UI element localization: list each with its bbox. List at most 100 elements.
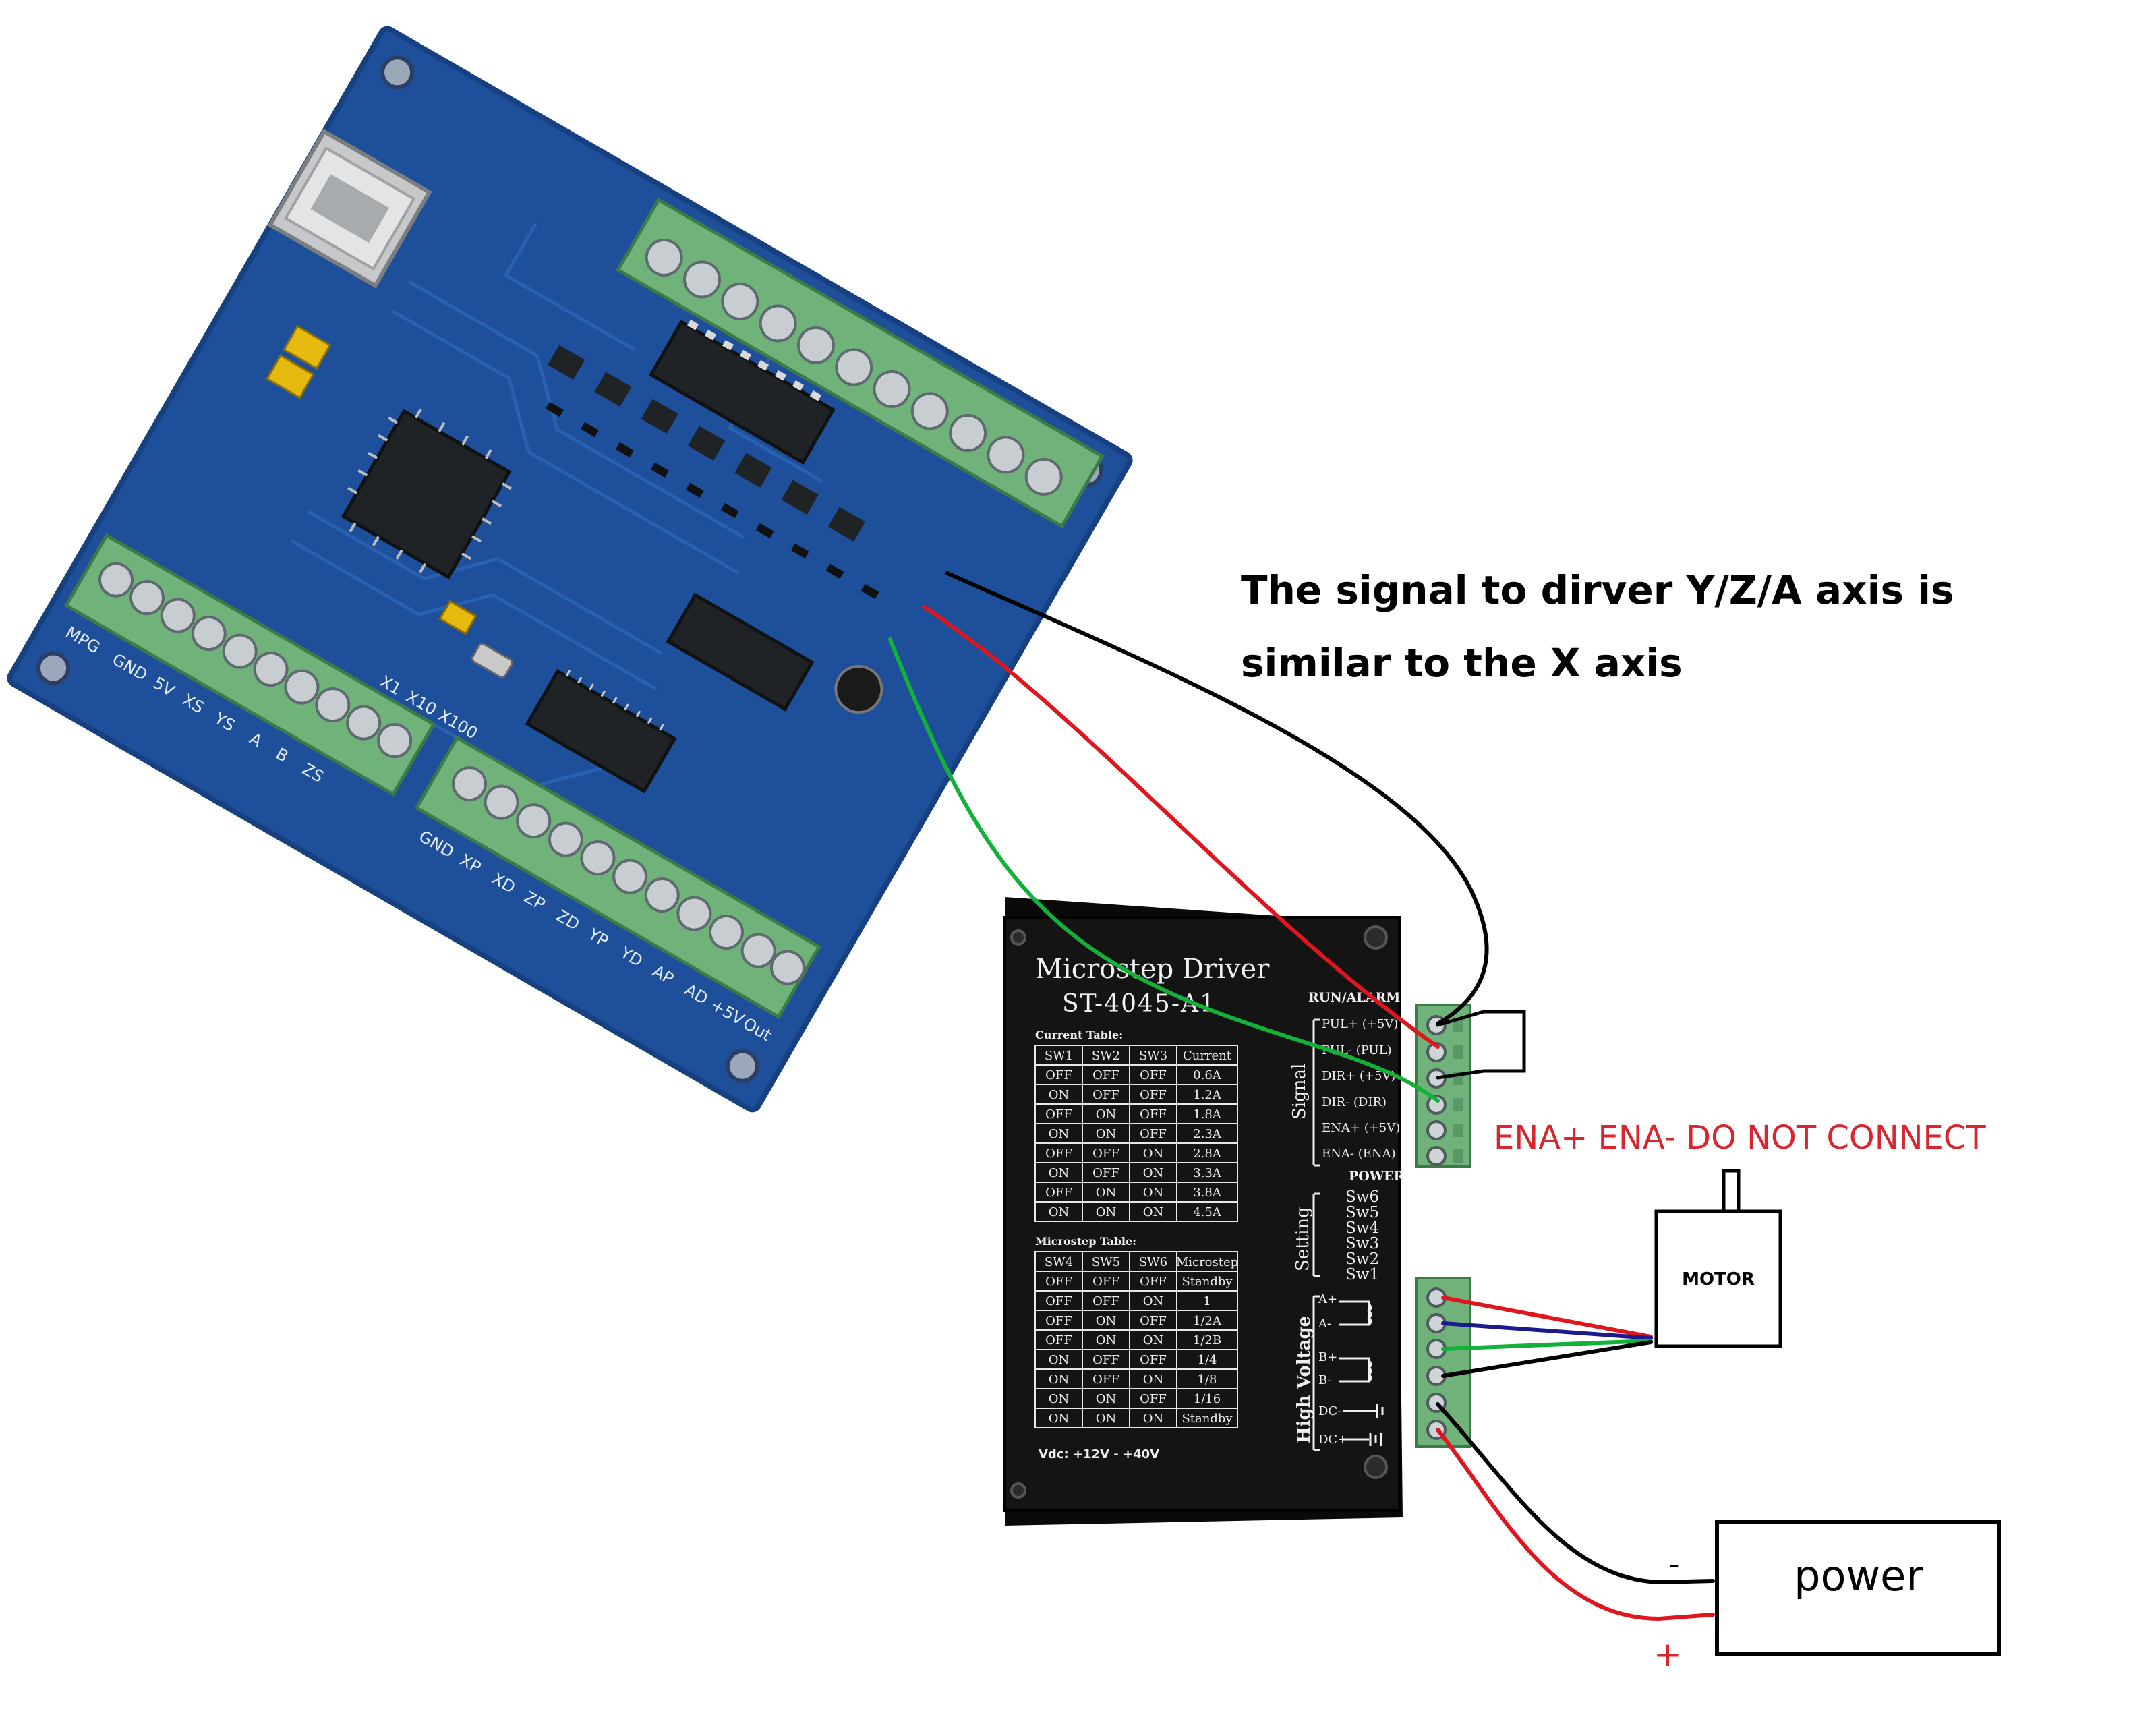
pin-label-dir-minus: DIR- (DIR) xyxy=(1322,1095,1387,1109)
wire-green-xd xyxy=(888,637,1440,1103)
current-table-cell: OFF xyxy=(1045,1147,1072,1161)
current-table-cell: 2.3A xyxy=(1193,1127,1222,1141)
microstep-table-cell: ON xyxy=(1096,1333,1117,1348)
current-table-cell: 2.8A xyxy=(1193,1147,1222,1161)
current-table-cell: ON xyxy=(1049,1088,1070,1102)
ena-warning: ENA+ ENA- DO NOT CONNECT xyxy=(1494,1119,1986,1157)
tantalum-capacitors xyxy=(265,324,477,635)
microstep-table-cell: OFF xyxy=(1045,1333,1072,1348)
run-alarm-label: RUN/ALARM xyxy=(1308,990,1400,1005)
pin-label-ena-plus: ENA+ (+5V) xyxy=(1322,1121,1400,1135)
microstep-table-cell: OFF xyxy=(1045,1275,1072,1289)
microstep-table-cell: ON xyxy=(1096,1392,1117,1406)
microstep-table-cell: ON xyxy=(1143,1412,1164,1426)
power-label: power xyxy=(1794,1551,1923,1600)
mounting-hole xyxy=(36,651,71,685)
left-terminal-block xyxy=(63,533,436,797)
wires xyxy=(888,571,1715,1621)
microstep-table-cell: OFF xyxy=(1140,1392,1167,1406)
current-table-cell: ON xyxy=(1143,1147,1164,1161)
pin-label-a-minus: A- xyxy=(1318,1317,1331,1331)
mounting-hole xyxy=(380,55,415,90)
current-table-cell: OFF xyxy=(1140,1127,1167,1141)
current-table-cell: ON xyxy=(1143,1166,1164,1180)
switch-label-3: Sw3 xyxy=(1345,1235,1379,1252)
current-table-cell: OFF xyxy=(1092,1088,1119,1102)
driver-screws xyxy=(1010,925,1388,1499)
wire-motor-a-plus xyxy=(1441,1296,1653,1339)
current-table-title: Current Table: xyxy=(1035,1029,1123,1041)
microstep-table-cell: ON xyxy=(1143,1333,1164,1348)
current-table-cell: OFF xyxy=(1092,1147,1119,1161)
crystal xyxy=(471,643,513,678)
current-table-header-cell: Current xyxy=(1183,1049,1232,1063)
stepper-driver: Microstep Driver ST-4045-A1 Current Tabl… xyxy=(1003,897,1471,1526)
electrolytic-capacitor xyxy=(834,665,883,714)
pin-label-ena-minus: ENA- (ENA) xyxy=(1322,1147,1396,1161)
hv-pin-labels: A+ A- B+ B- DC- DC+ xyxy=(1318,1292,1347,1447)
wire-power-negative xyxy=(1436,1402,1715,1585)
microstep-table-header-cell: SW6 xyxy=(1139,1255,1167,1269)
microstep-table-cell: ON xyxy=(1049,1412,1070,1426)
current-table-header-cell: SW2 xyxy=(1092,1049,1120,1063)
usb-connector xyxy=(267,128,432,289)
microcontroller-chip xyxy=(341,408,513,580)
power-plus-label: + xyxy=(1654,1635,1682,1674)
optocouplers xyxy=(548,345,865,542)
signal-group-label: Signal xyxy=(1289,1064,1310,1120)
current-table-cell: 0.6A xyxy=(1193,1068,1222,1082)
current-table-cell: 1.8A xyxy=(1193,1107,1222,1122)
switch-labels: Sw6 Sw5 Sw4 Sw3 Sw2 Sw1 xyxy=(1345,1188,1379,1283)
signal-note: The signal to dirver Y/Z/A axis is simil… xyxy=(1241,567,1954,686)
wire-motor-b-minus xyxy=(1441,1340,1653,1378)
smd-components xyxy=(546,401,879,600)
current-table-cell: OFF xyxy=(1092,1166,1119,1180)
signal-terminal-block xyxy=(1415,1004,1471,1168)
microstep-table-cell: 1 xyxy=(1203,1294,1211,1308)
current-table-cell: OFF xyxy=(1140,1107,1167,1122)
setting-group-label: Setting xyxy=(1293,1207,1313,1271)
switch-label-6: Sw6 xyxy=(1345,1188,1379,1206)
pin-label-b-minus: B- xyxy=(1318,1373,1332,1387)
driver-body xyxy=(1003,916,1401,1512)
power-minus-label: - xyxy=(1668,1546,1680,1582)
wire-motor-a-minus xyxy=(1441,1321,1653,1340)
wire-black-5v xyxy=(945,571,1489,1026)
top-terminal-block xyxy=(616,197,1105,529)
ssop-chip xyxy=(525,668,677,794)
wire-red-xp xyxy=(922,605,1440,1049)
current-table-cell: ON xyxy=(1096,1205,1117,1219)
microstep-table-border xyxy=(1034,1251,1238,1428)
logic-chip xyxy=(666,592,815,712)
microstep-table-cell: OFF xyxy=(1045,1314,1072,1328)
microstep-table-cell: OFF xyxy=(1140,1275,1167,1289)
current-table-cell: ON xyxy=(1049,1205,1070,1219)
microstep-table-header-cell: SW5 xyxy=(1092,1255,1120,1269)
pin-label-a-plus: A+ xyxy=(1318,1292,1337,1306)
current-table-border xyxy=(1034,1045,1238,1222)
motor-box xyxy=(1654,1209,1782,1348)
right-terminal-block xyxy=(414,735,822,1020)
microstep-table-cell: 1/2B xyxy=(1193,1333,1221,1348)
mounting-hole xyxy=(725,1049,759,1083)
current-table-header-cell: SW3 xyxy=(1139,1049,1167,1063)
microstep-table-title: Microstep Table: xyxy=(1035,1235,1136,1248)
current-table-cell: OFF xyxy=(1045,1068,1072,1082)
power-terminal-block xyxy=(1415,1277,1471,1448)
power-supply: power - + xyxy=(1654,1520,2001,1674)
current-table-cell: ON xyxy=(1096,1127,1117,1141)
microstep-table-cell: OFF xyxy=(1092,1294,1119,1308)
signal-note-line2: similar to the X axis xyxy=(1241,640,1683,686)
current-table-cell: ON xyxy=(1096,1186,1117,1200)
microstep-table-cell: ON xyxy=(1096,1314,1117,1328)
current-table-header-cell: SW1 xyxy=(1045,1049,1073,1063)
microstep-table-cell: ON xyxy=(1143,1372,1164,1387)
current-table-cell: ON xyxy=(1096,1107,1117,1122)
microstep-table-cell: ON xyxy=(1096,1412,1117,1426)
pcb-body xyxy=(7,26,1133,1113)
pin-label-dc-plus: DC+ xyxy=(1318,1433,1347,1447)
coil-symbols xyxy=(1312,1295,1384,1451)
current-table-cell: OFF xyxy=(1045,1107,1072,1122)
